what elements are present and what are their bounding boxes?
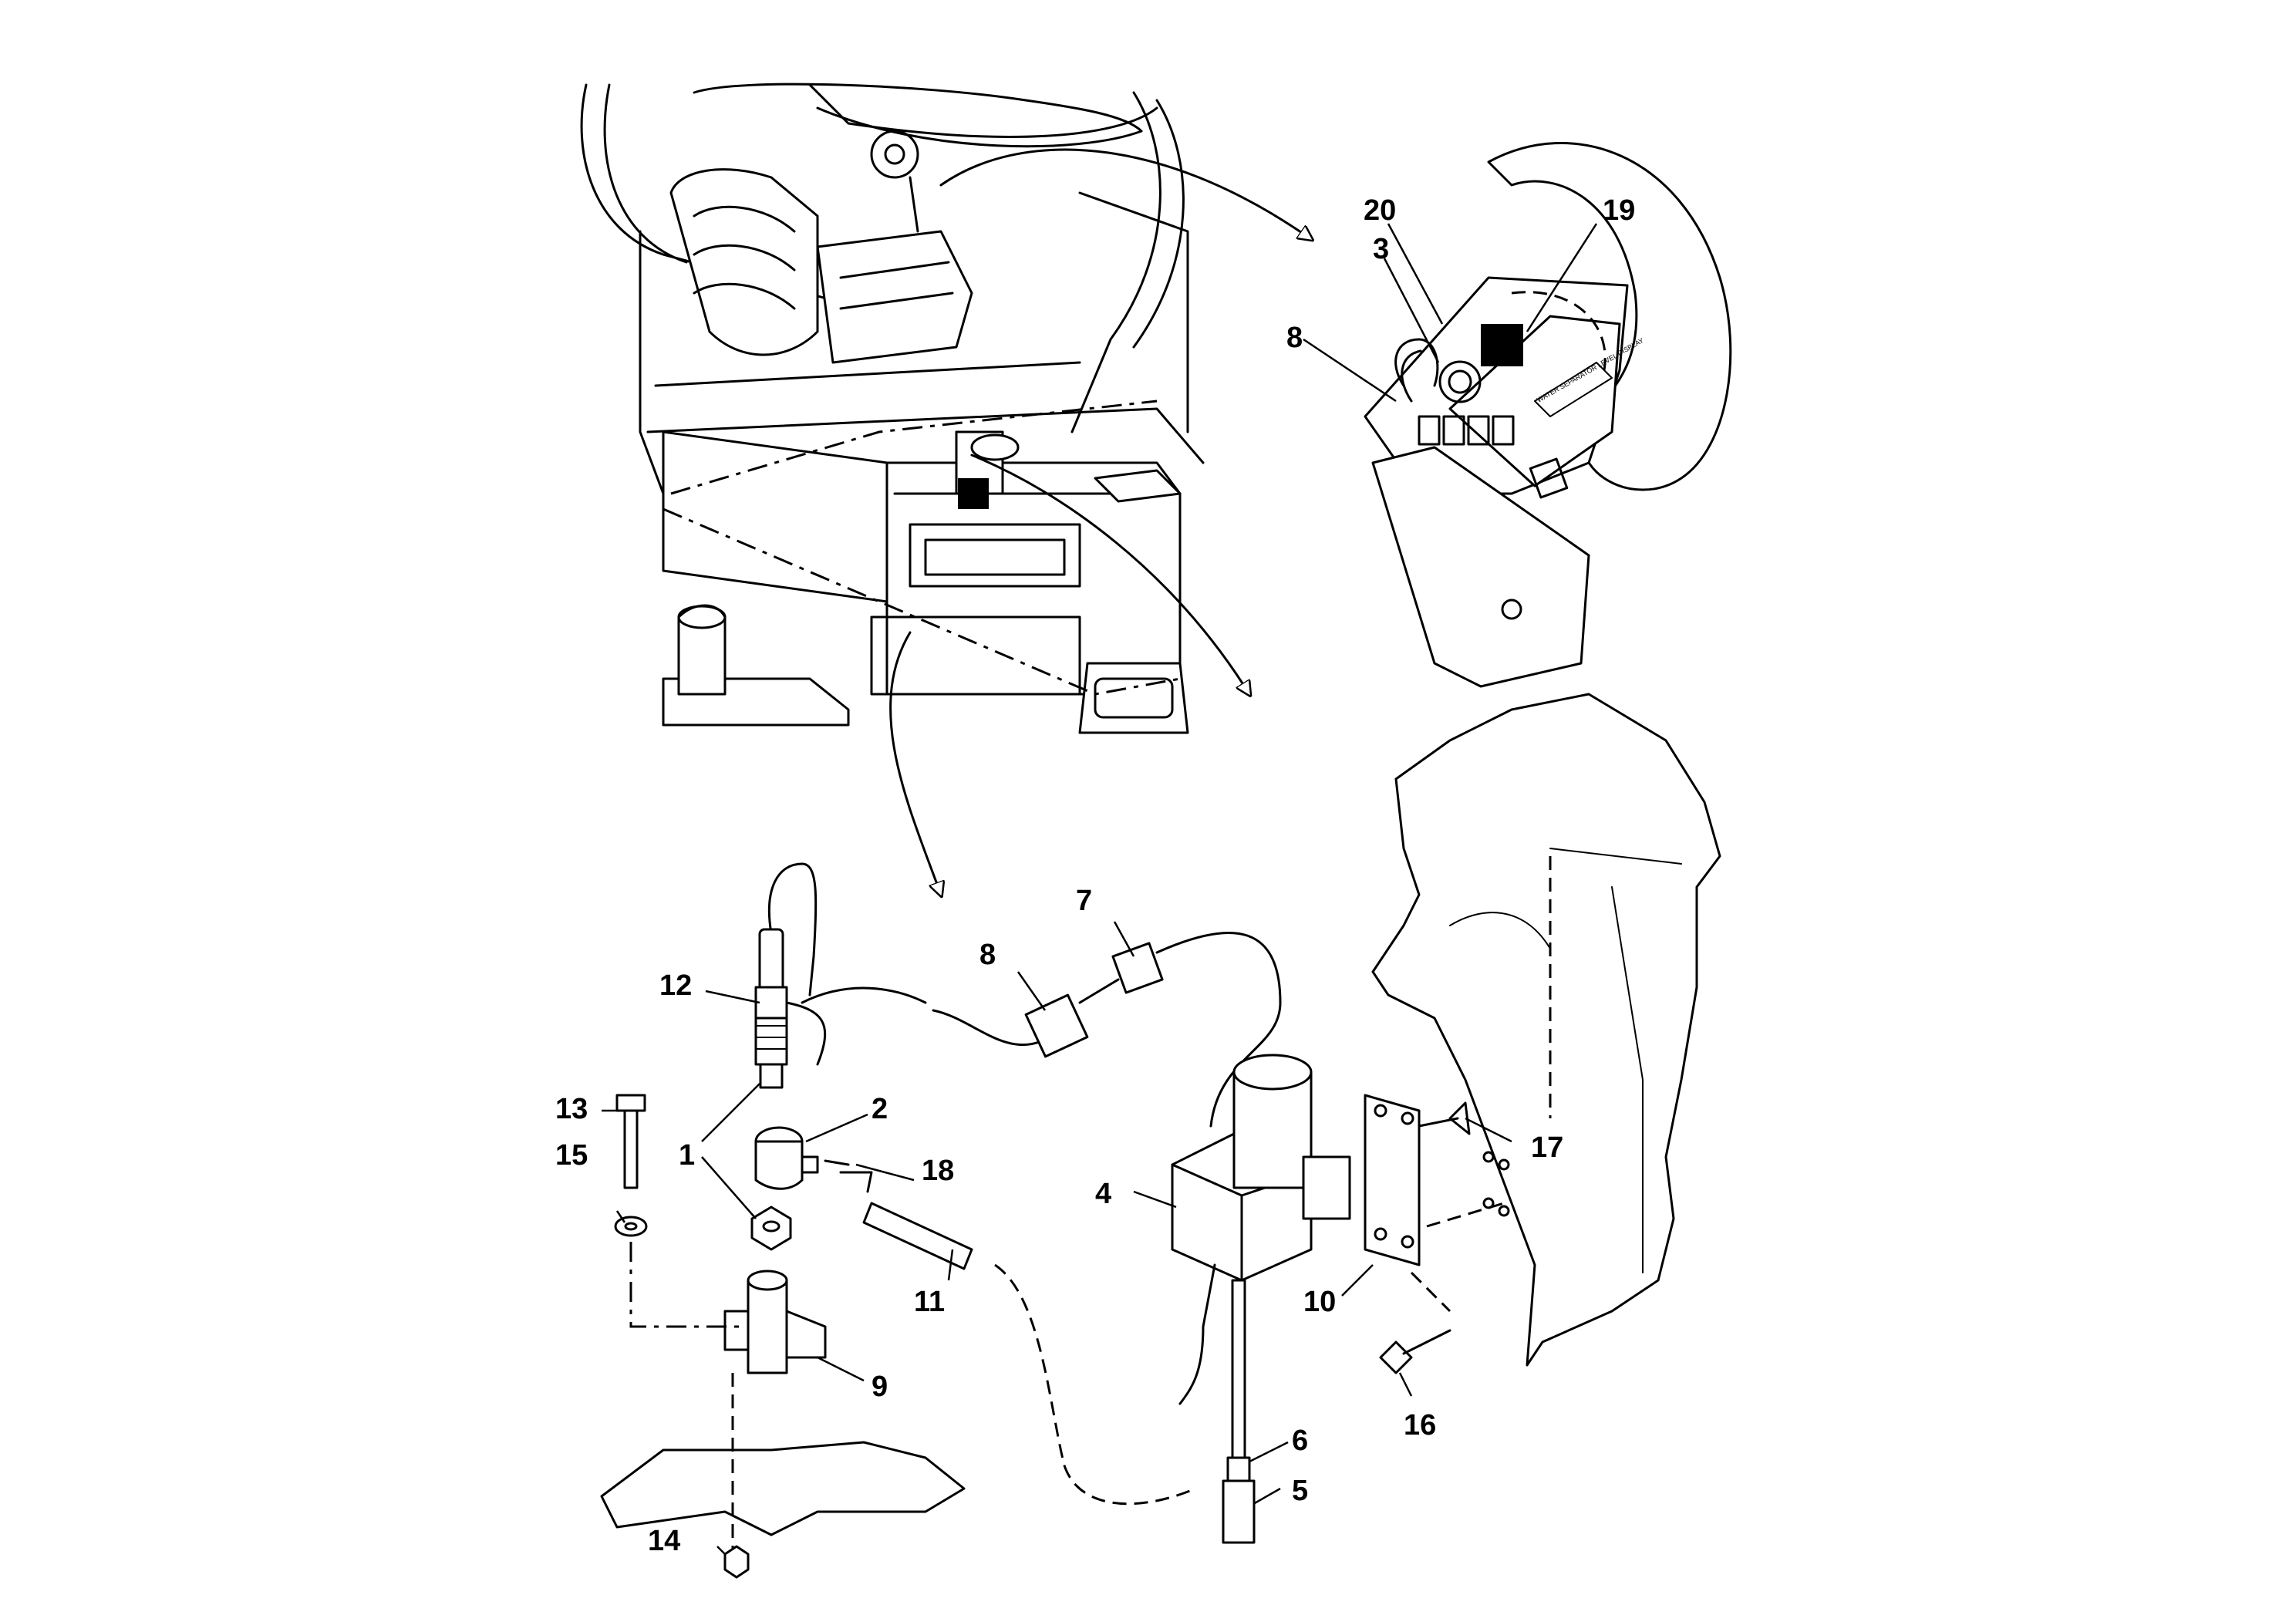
callout-1: 1 [679, 1139, 695, 1172]
callout-labels: 20 3 19 8 7 8 12 13 2 1 15 18 4 11 9 10 … [555, 194, 1635, 1557]
callout-16: 16 [1404, 1409, 1436, 1442]
callout-18: 18 [922, 1155, 954, 1187]
fender-bulkhead [1371, 693, 1721, 1367]
callout-12: 12 [659, 969, 692, 1002]
callout-10: 10 [1303, 1286, 1336, 1318]
callout-8: 8 [979, 939, 996, 971]
callout-14: 14 [648, 1525, 680, 1557]
machine-overview [580, 83, 1311, 895]
callout-4: 4 [1095, 1178, 1111, 1210]
callout-3: 3 [1373, 233, 1389, 265]
callout-13: 13 [555, 1093, 588, 1125]
callout-17: 17 [1531, 1131, 1563, 1164]
callout-7: 7 [1076, 885, 1092, 917]
callout-5: 5 [1292, 1475, 1308, 1507]
callout-9: 9 [872, 1371, 888, 1403]
callout-15: 15 [555, 1139, 588, 1172]
callout-11: 11 [914, 1286, 945, 1318]
callout-8-console: 8 [1286, 322, 1303, 354]
callout-20: 20 [1364, 194, 1396, 227]
console-detail: WATER SEPARATOR LEVEL DISPLAY [1303, 141, 1732, 688]
callout-2: 2 [872, 1093, 888, 1125]
level-display-module [1481, 324, 1523, 366]
callout-19: 19 [1603, 194, 1635, 227]
callout-6: 6 [1292, 1425, 1308, 1457]
exploded-parts [600, 862, 1512, 1579]
